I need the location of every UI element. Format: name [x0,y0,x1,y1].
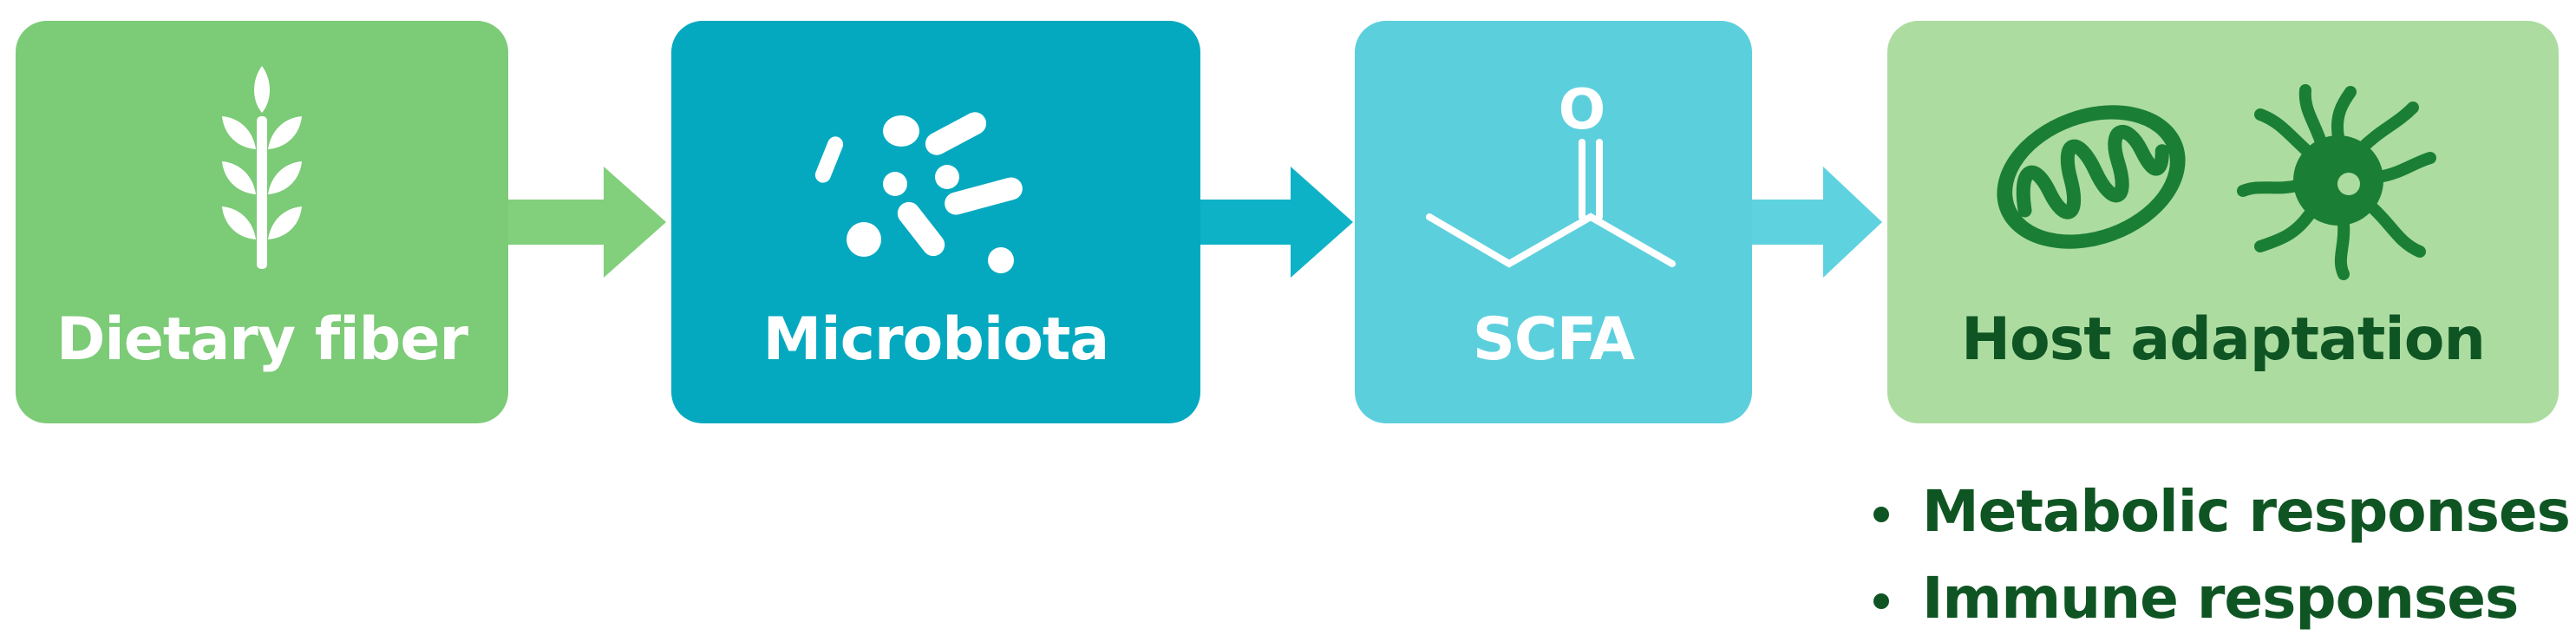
flow-arrow [1752,167,1882,278]
bullet-dot [1873,593,1889,609]
bullet-dot [1873,507,1889,522]
step-label: SCFA [1472,305,1635,374]
outcome-label: Metabolic responses [1922,478,2571,545]
step-label: Dietary fiber [56,305,468,374]
flow-arrow [508,167,666,278]
step-label: Host adaptation [1961,305,2486,374]
mitochondria-icon [1997,105,2186,249]
step-microbiota: Microbiota [671,21,1200,423]
step-dietary-fiber: Dietary fiber [16,21,508,423]
outcomes-list: Metabolic responses Immune responses [1865,468,2571,642]
list-item: Metabolic responses [1865,468,2571,555]
flow-arrow [1200,167,1353,278]
wheat-icon [222,66,302,269]
step-label: Microbiota [762,305,1110,374]
step-scfa: O SCFA [1355,21,1752,423]
step-host-adaptation: Host adaptation [1887,21,2559,423]
oxygen-atom-label: O [1558,78,1606,142]
bacteria-icon [814,112,1023,273]
immune-cell-icon [2237,84,2436,280]
list-item: Immune responses [1865,555,2570,642]
scfa-molecule-icon [1426,139,1676,268]
outcome-label: Immune responses [1922,565,2519,632]
